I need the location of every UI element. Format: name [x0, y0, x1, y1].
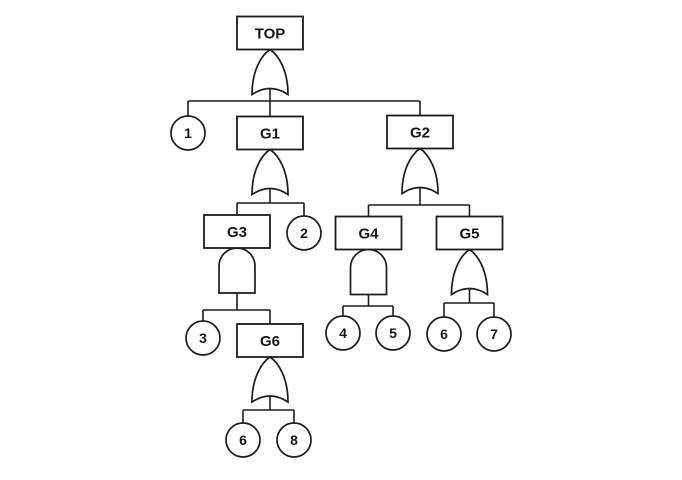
- node-label-e3: 3: [199, 330, 207, 346]
- gate-node-g5: G5: [435, 215, 504, 251]
- node-label-g5: G5: [459, 225, 479, 242]
- basic-event-node-e3: 3: [185, 320, 221, 356]
- gate-node-g6: G6: [236, 323, 304, 358]
- gate-node-g4: G4: [334, 215, 403, 251]
- node-circle-e3: [185, 320, 221, 356]
- node-circle-e5: [375, 315, 411, 351]
- node-circle-e1: [170, 115, 206, 151]
- gate-node-g1: G1: [236, 115, 304, 151]
- basic-event-node-e6b: 6: [225, 422, 261, 458]
- node-box-g6: [236, 323, 304, 358]
- and-gate-icon-g3: [218, 247, 256, 294]
- node-box-g5: [435, 215, 504, 251]
- basic-event-node-e1: 1: [170, 115, 206, 151]
- node-label-e6b: 6: [239, 432, 247, 448]
- node-label-e8: 8: [290, 432, 298, 448]
- node-label-e1: 1: [184, 125, 192, 141]
- node-label-e6: 6: [440, 326, 448, 342]
- basic-event-node-e5: 5: [375, 315, 411, 351]
- node-circle-e4: [325, 315, 361, 351]
- node-circle-e8: [276, 422, 312, 458]
- node-label-g2: G2: [410, 124, 430, 141]
- or-gate-icon-g1: [251, 148, 289, 197]
- or-gate-icon-g5: [450, 248, 489, 297]
- node-box-g4: [334, 215, 403, 251]
- node-label-e7: 7: [490, 326, 498, 342]
- gate-node-g3: G3: [203, 214, 271, 249]
- or-gate-icon-g6: [251, 355, 289, 404]
- node-box-top: [236, 15, 304, 51]
- node-label-e5: 5: [389, 325, 397, 341]
- node-box-g2: [386, 114, 454, 150]
- node-label-g1: G1: [260, 125, 280, 142]
- basic-event-node-e8: 8: [276, 422, 312, 458]
- or-gate-icon-g2: [401, 147, 439, 196]
- node-label-top: TOP: [255, 25, 286, 42]
- node-box-g1: [236, 115, 304, 151]
- node-label-e4: 4: [339, 325, 347, 341]
- basic-event-node-e2: 2: [286, 215, 322, 251]
- basic-event-node-e6: 6: [426, 316, 462, 352]
- node-circle-e7: [476, 316, 512, 352]
- node-label-g3: G3: [227, 224, 247, 241]
- gate-node-g2: G2: [386, 114, 454, 150]
- node-label-g6: G6: [260, 333, 280, 350]
- node-label-g4: G4: [358, 225, 379, 242]
- and-gate-icon-g4: [349, 248, 388, 296]
- basic-event-node-e4: 4: [325, 315, 361, 351]
- node-box-g3: [203, 214, 271, 249]
- node-circle-e2: [286, 215, 322, 251]
- gate-node-top: TOP: [236, 15, 304, 51]
- node-circle-e6b: [225, 422, 261, 458]
- or-gate-icon-top: [251, 48, 289, 97]
- basic-event-node-e7: 7: [476, 316, 512, 352]
- node-circle-e6: [426, 316, 462, 352]
- node-label-e2: 2: [300, 225, 308, 241]
